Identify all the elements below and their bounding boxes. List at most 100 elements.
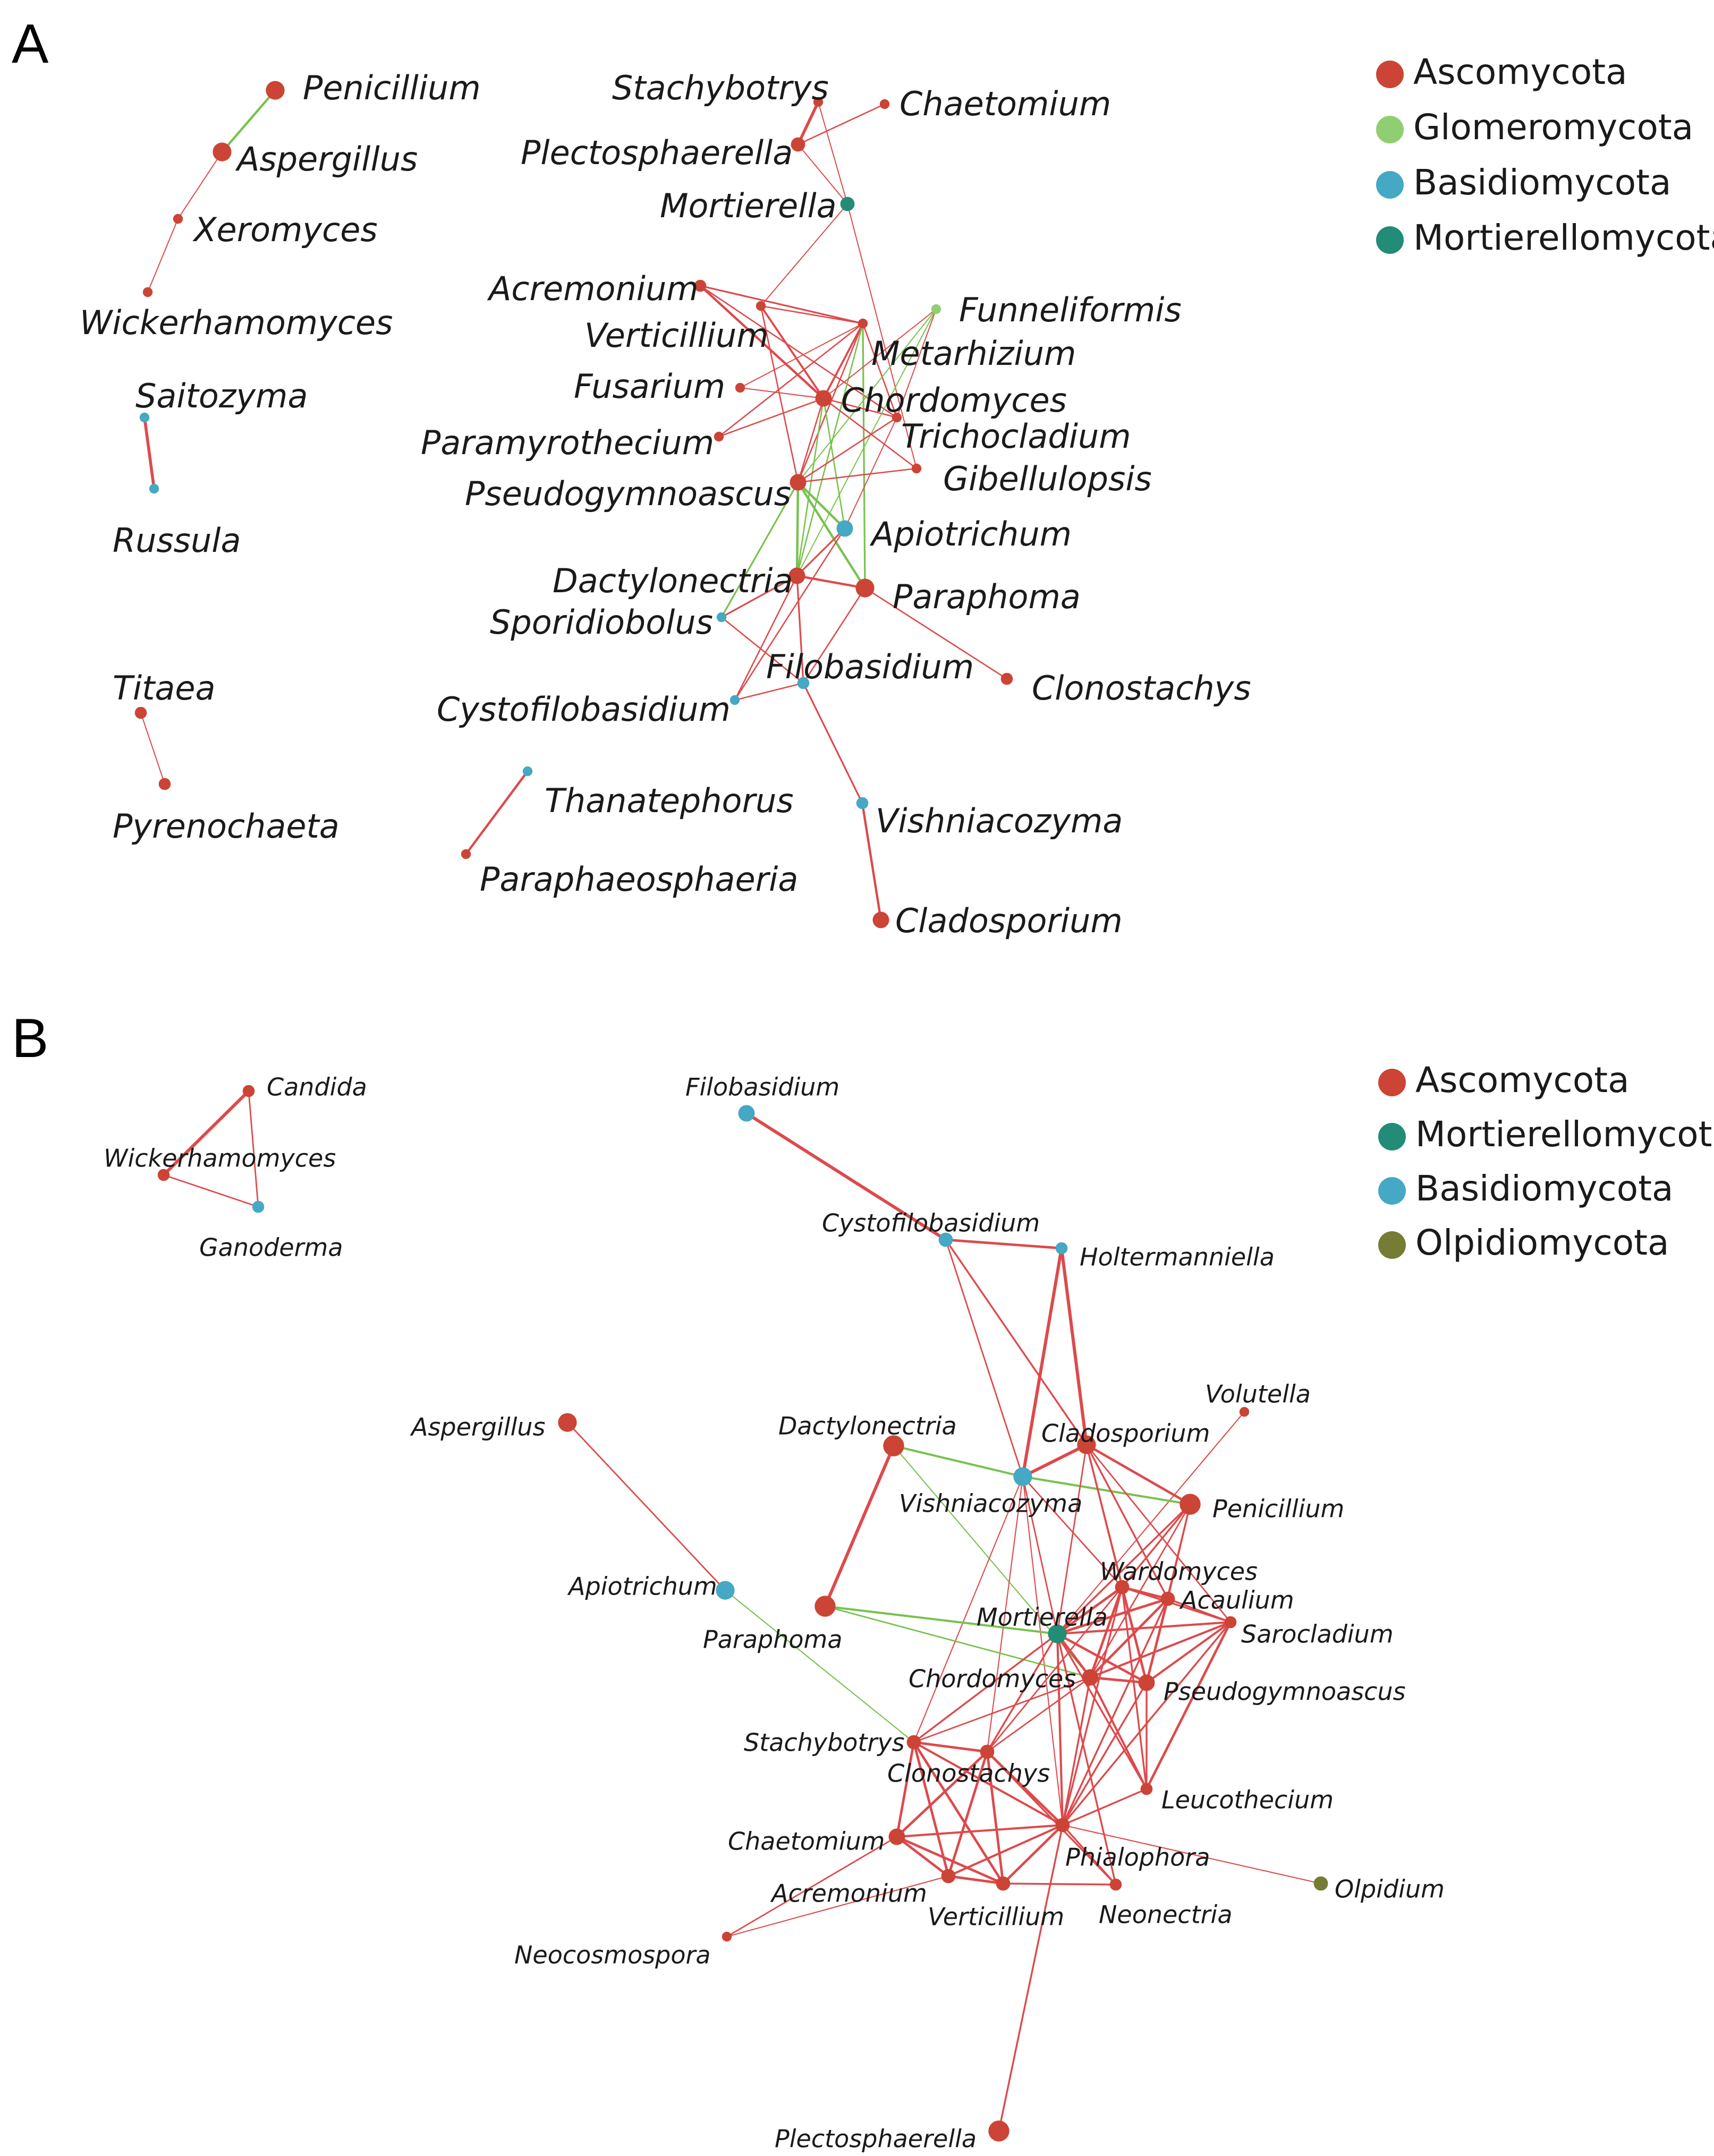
node-b-apiotrichum[interactable] (716, 1581, 735, 1600)
edge-a-chordomyces-pseudogymnoascus (797, 397, 825, 483)
edge-b-cystofilobasidium-vishniacozyma (945, 1239, 1024, 1478)
node-a-wickerhamomyces[interactable] (142, 287, 153, 297)
node-a-verticillium[interactable] (756, 301, 766, 311)
node-b-chaetomium[interactable] (888, 1828, 905, 1845)
node-b-ganoderma[interactable] (252, 1200, 265, 1213)
legend-label-b-ascomycota: Ascomycota (1415, 1060, 1630, 1101)
node-a-saitozyma[interactable] (139, 412, 150, 423)
node-label-b-neonectria: Neonectria (1099, 1901, 1233, 1929)
node-label-a-titaea: Titaea (113, 669, 216, 708)
node-a-paraphaeosphaeria[interactable] (461, 849, 471, 859)
legend-swatch-b-ascomycota (1378, 1069, 1406, 1096)
node-a-xeromyces[interactable] (173, 214, 183, 224)
edge-a-paraphoma-clonostachys (864, 587, 1008, 680)
node-a-metarhizium[interactable] (858, 318, 868, 329)
node-b-plectosphaerella[interactable] (988, 2120, 1009, 2142)
edge-b-cystofilobasidium-holtermanniella (944, 1238, 1063, 1250)
node-b-cladosporium[interactable] (1077, 1435, 1096, 1454)
node-a-vishniacozyma[interactable] (856, 797, 869, 809)
node-b-candida[interactable] (242, 1085, 255, 1097)
node-b-leucothecium[interactable] (1140, 1783, 1153, 1795)
node-b-chordomyces[interactable] (1082, 1669, 1099, 1686)
node-a-filobasidium[interactable] (797, 677, 810, 689)
node-a-stachybotrys[interactable] (813, 97, 824, 107)
node-a-apiotrichum[interactable] (836, 520, 853, 537)
node-a-plectosphaerella[interactable] (791, 137, 805, 152)
node-b-neocosmospora[interactable] (722, 1931, 732, 1942)
edge-b-filobasidium-cystofilobasidium (745, 1112, 947, 1241)
edge-a-pseudogymnoascus-dactylonectria (795, 481, 800, 577)
legend-label-a-glomeromycota: Glomeromycota (1413, 107, 1693, 148)
node-b-phialophora[interactable] (1055, 1818, 1070, 1833)
node-b-wickerhamomyces[interactable] (157, 1169, 170, 1181)
node-label-a-acremonium: Acremonium (487, 269, 699, 308)
node-b-volutella[interactable] (1239, 1407, 1250, 1417)
node-b-penicillium[interactable] (1180, 1494, 1201, 1515)
node-label-a-sporidiobolus: Sporidiobolus (490, 603, 713, 642)
node-b-paraphoma[interactable] (814, 1596, 836, 1617)
node-a-acremonium[interactable] (694, 279, 707, 292)
node-b-acremonium[interactable] (941, 1869, 956, 1884)
node-b-holtermanniella[interactable] (1055, 1242, 1068, 1255)
node-b-verticillium[interactable] (996, 1876, 1011, 1891)
node-b-filobasidium[interactable] (738, 1105, 755, 1122)
node-a-chaetomium[interactable] (879, 99, 890, 109)
node-label-a-gibellulopsis: Gibellulopsis (943, 459, 1152, 498)
node-a-trichocladium[interactable] (892, 412, 902, 423)
legend-label-b-olpidiomycota: Olpidiomycota (1415, 1222, 1669, 1263)
node-a-thanatephorus[interactable] (522, 766, 533, 777)
node-a-pseudogymnoascus[interactable] (790, 474, 807, 491)
node-a-pyrenochaeta[interactable] (158, 778, 171, 790)
node-b-vishniacozyma[interactable] (1013, 1467, 1032, 1486)
edge-b-chordomyces-leucothecium (1089, 1676, 1148, 1791)
node-label-b-plectosphaerella: Plectosphaerella (775, 2125, 977, 2153)
node-b-sarocladium[interactable] (1224, 1616, 1237, 1629)
node-a-chordomyces[interactable] (815, 390, 832, 407)
edge-a-metarhizium-trichocladium (862, 322, 898, 419)
node-b-mortierella[interactable] (1048, 1624, 1067, 1643)
edge-a-metarhizium-paramyrothecium (718, 322, 864, 438)
edge-b-chordomyces-stachybotrys (913, 1676, 1091, 1743)
node-a-russula[interactable] (149, 483, 159, 494)
node-a-dactylonectria[interactable] (788, 567, 805, 584)
node-a-funneliformis[interactable] (931, 304, 941, 314)
node-a-fusarium[interactable] (735, 382, 745, 393)
edge-b-chordomyces-pseudogymnoascus (1089, 1676, 1148, 1684)
edge-b-wardomyces-clonostachys (986, 1586, 1123, 1753)
edge-a-mortierella-gibellulopsis (847, 203, 917, 469)
node-b-dactylonectria[interactable] (883, 1435, 904, 1456)
node-a-aspergillus[interactable] (213, 142, 232, 161)
node-a-sporidiobolus[interactable] (716, 612, 727, 623)
edge-b-acaulium-pseudogymnoascus (1145, 1597, 1169, 1684)
node-a-titaea[interactable] (134, 706, 147, 719)
node-a-paramyrothecium[interactable] (714, 431, 724, 442)
node-b-olpidium[interactable] (1313, 1876, 1328, 1891)
edge-a-pseudogymnoascus-sporidiobolus (720, 481, 799, 618)
edge-b-paraphoma-mortierella (824, 1605, 1059, 1635)
node-b-cystofilobasidium[interactable] (938, 1232, 953, 1247)
node-a-paraphoma[interactable] (855, 578, 875, 598)
node-a-clonostachys[interactable] (1000, 672, 1013, 685)
node-a-penicillium[interactable] (266, 81, 285, 100)
node-a-gibellulopsis[interactable] (911, 463, 922, 474)
edge-b-wardomyces-chordomyces (1089, 1586, 1124, 1679)
edge-b-verticillium-neonectria (1002, 1882, 1117, 1886)
node-b-aspergillus[interactable] (558, 1413, 577, 1432)
node-label-a-saitozyma: Saitozyma (135, 377, 308, 415)
node-b-neonectria[interactable] (1109, 1878, 1122, 1891)
edge-b-phialophora-neonectria (1062, 1824, 1117, 1886)
node-b-clonostachys[interactable] (980, 1744, 995, 1759)
edge-b-holtermanniella-vishniacozyma (1021, 1247, 1063, 1478)
edge-b-vishniacozyma-penicillium (1021, 1475, 1192, 1506)
node-b-acaulium[interactable] (1160, 1591, 1175, 1606)
node-a-cladosporium[interactable] (872, 911, 889, 928)
node-b-stachybotrys[interactable] (906, 1735, 921, 1750)
node-b-pseudogymnoascus[interactable] (1138, 1674, 1155, 1691)
node-label-a-wickerhamomyces: Wickerhamomyces (80, 303, 393, 342)
edge-b-stachybotrys-verticillium (912, 1741, 1005, 1885)
node-a-cystofilobasidium[interactable] (729, 695, 740, 705)
edge-b-acremonium-phialophora (947, 1823, 1064, 1878)
node-a-mortierella[interactable] (840, 197, 855, 211)
panel-a-network: PenicilliumAspergillusXeromycesWickerham… (80, 69, 1251, 940)
node-b-wardomyces[interactable] (1115, 1580, 1130, 1595)
